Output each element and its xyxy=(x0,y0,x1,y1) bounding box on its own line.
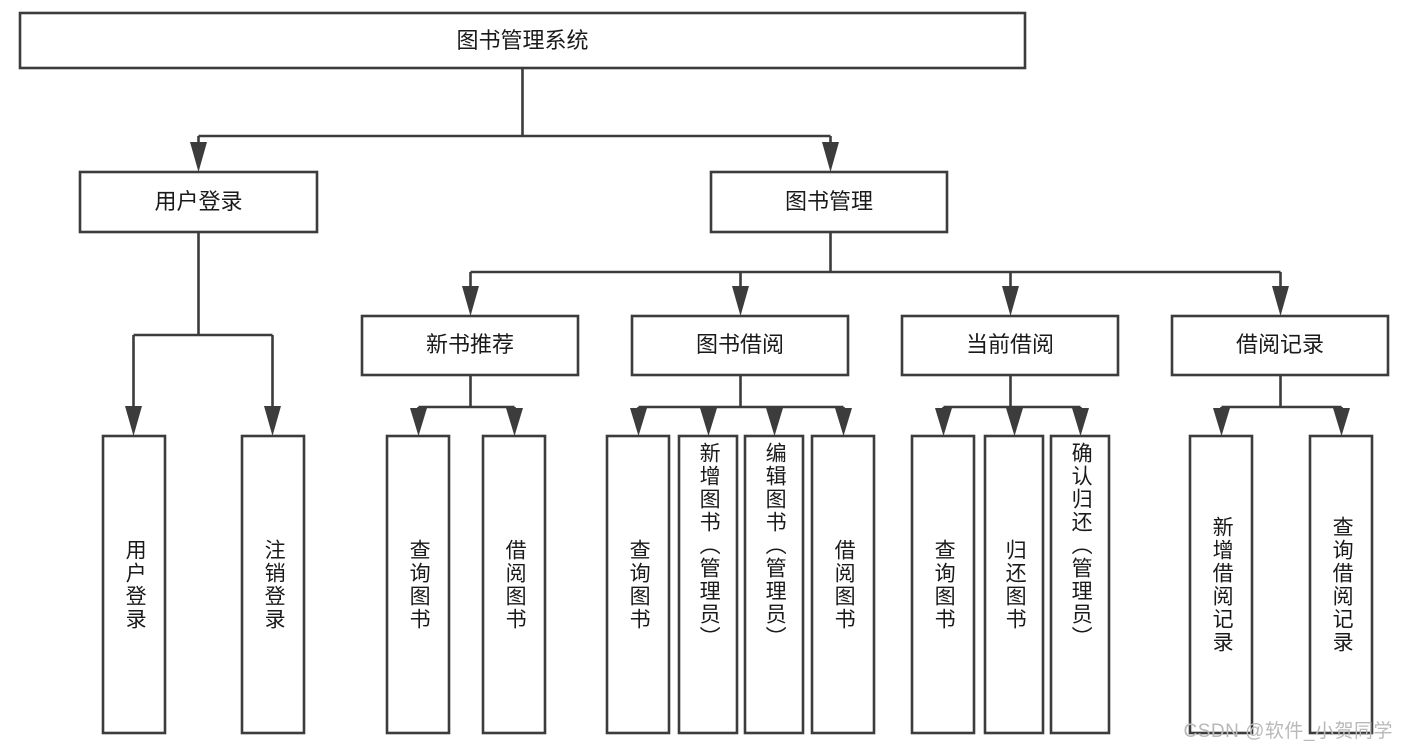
arrowhead-leaf-borrow-book-2 xyxy=(835,408,852,436)
connector-group-bookmgmt-children xyxy=(462,232,1289,316)
leaf-box-logout[interactable] xyxy=(240,434,306,735)
arrowhead-leaf-query-book-2 xyxy=(630,408,647,436)
node-borrow-record-box xyxy=(1170,314,1390,377)
leaf-box-borrow-book-1[interactable] xyxy=(481,434,547,735)
node-borrow-record[interactable]: 借阅记录 xyxy=(1170,314,1390,377)
connector-group-userlogin-children xyxy=(125,232,281,436)
arrowhead-new-book-recommend xyxy=(462,286,479,316)
arrowhead-leaf-return-book xyxy=(1006,408,1023,436)
node-root-box xyxy=(18,11,1027,70)
node-user-login[interactable]: 用户登录 xyxy=(78,170,319,234)
node-book-management-box xyxy=(709,170,949,234)
connector-group-newbook-children xyxy=(410,375,523,436)
node-book-management-label: 图书管理 xyxy=(785,189,873,214)
connector-group-currentborrow-children xyxy=(935,375,1089,436)
node-borrow-record-label: 借阅记录 xyxy=(1236,332,1324,357)
arrowhead-user-login xyxy=(190,142,207,172)
node-book-borrow[interactable]: 图书借阅 xyxy=(630,314,850,377)
arrowhead-leaf-add-book xyxy=(700,408,717,436)
arrowhead-book-management xyxy=(822,142,839,172)
connector-group-root-to-level2 xyxy=(190,68,839,172)
arrowhead-leaf-borrow-book-1 xyxy=(506,408,523,436)
node-user-login-box xyxy=(78,170,319,234)
leaf-box-query-book-2[interactable] xyxy=(605,434,671,735)
leaf-box-query-book-1[interactable] xyxy=(385,434,451,735)
arrowhead-leaf-query-book-3 xyxy=(935,408,952,436)
connector-group-bookborrow-children xyxy=(630,375,852,436)
arrowhead-borrow-record xyxy=(1272,286,1289,316)
arrowhead-leaf-edit-book xyxy=(766,408,783,436)
arrowhead-leaf-add-record xyxy=(1213,408,1230,436)
leaf-box-add-book[interactable] xyxy=(677,434,739,735)
node-book-management[interactable]: 图书管理 xyxy=(709,170,949,234)
arrowhead-leaf-logout xyxy=(264,406,281,436)
leaf-box-add-record[interactable] xyxy=(1188,434,1254,735)
node-current-borrow[interactable]: 当前借阅 xyxy=(900,314,1120,377)
node-new-book-recommend-box xyxy=(360,314,580,377)
node-new-book-recommend-label: 新书推荐 xyxy=(426,332,514,357)
arrowhead-leaf-query-record xyxy=(1333,408,1350,436)
node-book-borrow-box xyxy=(630,314,850,377)
node-user-login-label: 用户登录 xyxy=(154,189,242,214)
leaf-box-borrow-book-2[interactable] xyxy=(810,434,876,735)
node-current-borrow-label: 当前借阅 xyxy=(966,332,1054,357)
node-book-borrow-label: 图书借阅 xyxy=(696,332,784,357)
arrowhead-leaf-user-login xyxy=(125,406,142,436)
node-new-book-recommend[interactable]: 新书推荐 xyxy=(360,314,580,377)
node-root[interactable]: 图书管理系统 xyxy=(18,11,1027,70)
arrowhead-book-borrow xyxy=(732,286,749,316)
node-current-borrow-box xyxy=(900,314,1120,377)
csdn-watermark: CSDN @软件_小贺同学 xyxy=(1183,721,1393,742)
arrowhead-current-borrow xyxy=(1002,286,1019,316)
arrowhead-leaf-query-book-1 xyxy=(410,408,427,436)
connector-group-borrowrecord-children xyxy=(1213,375,1350,436)
leaf-box-edit-book[interactable] xyxy=(743,434,805,735)
leaf-box-confirm-return[interactable] xyxy=(1049,434,1111,735)
arrowhead-leaf-confirm-return xyxy=(1072,408,1089,436)
node-root-label: 图书管理系统 xyxy=(456,28,588,53)
leaf-box-query-book-3[interactable] xyxy=(910,434,976,735)
leaf-box-return-book[interactable] xyxy=(983,434,1045,735)
leaf-box-query-record[interactable] xyxy=(1308,434,1374,735)
leaf-box-user-login[interactable] xyxy=(101,434,167,735)
